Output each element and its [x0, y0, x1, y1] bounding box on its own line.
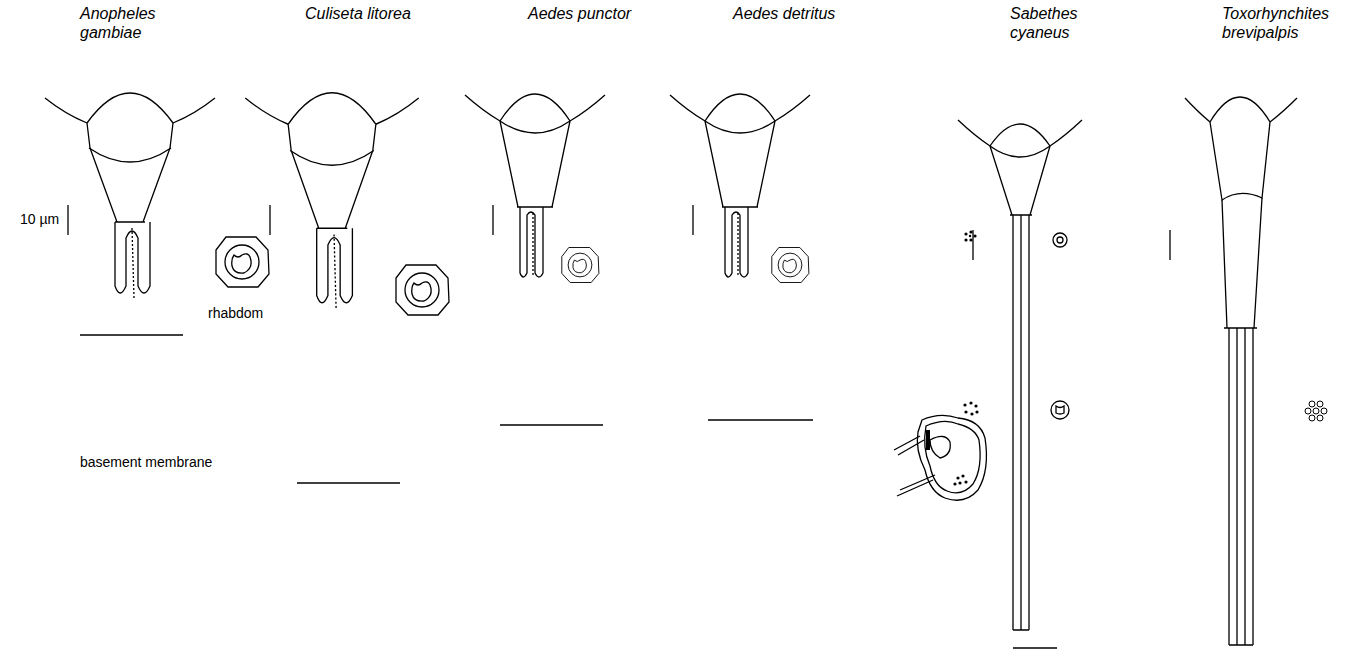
species-name: Toxorhynchites brevipalpis [1222, 4, 1347, 42]
species-name: Culiseta litorea [305, 4, 430, 23]
species-name: Anopheles gambiae [80, 4, 205, 42]
part-label: basement membrane [80, 454, 212, 471]
scale-label: 10 µm [20, 211, 59, 228]
part-label: rhabdom [208, 305, 263, 322]
species-name: Aedes detritus [733, 4, 858, 23]
species-name: Sabethes cyaneus [1010, 4, 1135, 42]
species-name: Aedes punctor [528, 4, 653, 23]
